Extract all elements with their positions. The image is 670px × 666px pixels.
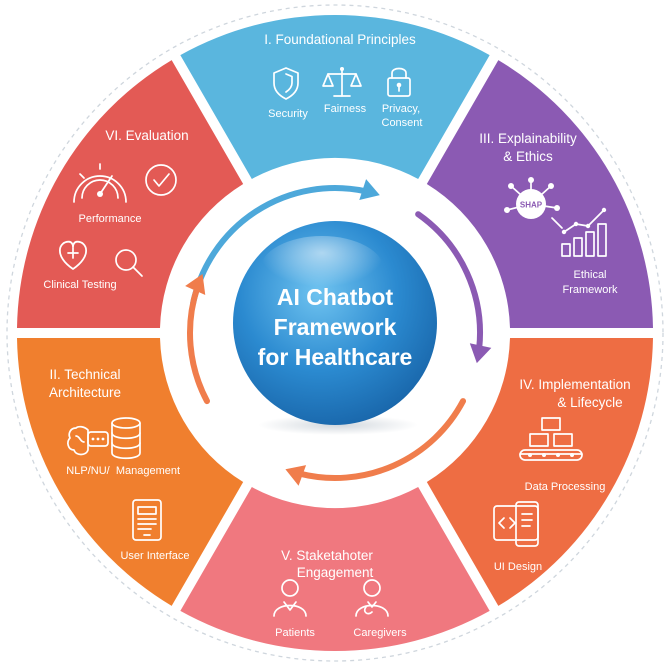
segment-foundational-principles: I. Foundational Principles Security Fair… <box>264 32 422 129</box>
orange-left-arrowhead <box>185 274 206 295</box>
segment-title: I. Foundational Principles <box>264 32 416 47</box>
segment-explainability-ethics: III. Explainability & Ethics SHAP <box>479 131 618 296</box>
patient-icon <box>273 579 307 617</box>
tablet-code-icon <box>493 501 539 547</box>
magnifier-icon <box>551 217 563 229</box>
segment-title-line-1: III. Explainability <box>479 131 577 146</box>
segment-title-line-2: Architecture <box>49 385 121 400</box>
item-performance: Performance <box>79 213 142 225</box>
cycle-arrows <box>185 179 492 486</box>
check-circle-icon <box>145 164 177 196</box>
item-ethical: Ethical <box>573 269 606 281</box>
item-fairness: Fairness <box>324 103 367 115</box>
orange-left-cycle-arrow <box>187 285 210 405</box>
segment-title-line-2: & Ethics <box>503 149 553 164</box>
item-framework: Framework <box>562 284 618 296</box>
purple-cycle-arrow <box>415 211 483 352</box>
magnifier-icon <box>115 249 143 277</box>
database-icon <box>111 417 141 460</box>
center-title-line-3: for Healthcare <box>258 344 413 370</box>
purple-arrowhead <box>469 343 492 364</box>
item-data-processing: Data Processing <box>525 481 606 493</box>
item-privacy: Privacy, <box>382 103 420 115</box>
brain-chat-icon <box>67 425 109 456</box>
blue-arrowhead <box>359 179 380 200</box>
item-user-interface: User Interface <box>120 550 189 562</box>
segment-evaluation: VI. Evaluation Performance Clinical Test… <box>43 128 188 291</box>
item-clinical-testing: Clinical Testing <box>43 279 116 291</box>
item-consent: Consent <box>382 117 423 129</box>
segment-wedge-technical <box>17 338 244 606</box>
bar-chart-icon <box>561 207 607 257</box>
lock-icon <box>387 67 411 97</box>
conveyor-boxes-icon <box>519 417 583 461</box>
item-ui-design: UI Design <box>494 561 542 573</box>
segment-ring <box>17 14 653 652</box>
sphere-highlight <box>260 236 384 304</box>
shap-label: SHAP <box>520 201 543 210</box>
segment-wedge-evaluation <box>17 60 244 329</box>
item-nlp: NLP/NU/ <box>66 465 110 477</box>
outer-dashed-ring <box>6 4 664 662</box>
orange-cycle-arrow <box>296 398 467 481</box>
item-caregivers: Caregivers <box>353 627 407 639</box>
segment-wedge-foundational <box>180 14 490 179</box>
segment-title-line-1: IV. Implementation <box>519 377 630 392</box>
segment-wedge-implementation <box>426 338 653 606</box>
heart-medical-icon <box>58 240 88 270</box>
segment-title-line-2: & Lifecycle <box>557 395 622 410</box>
segment-title-line-1: V. Staketahoter <box>281 548 373 563</box>
gauge-icon <box>73 163 127 203</box>
segment-technical-architecture: II. Technical Architecture NLP/NU/ Manag… <box>49 367 190 562</box>
item-management: Management <box>116 465 180 477</box>
scales-icon <box>322 67 362 97</box>
segment-title-line-2: Engagement <box>297 565 374 580</box>
segment-wedge-stakeholder <box>180 487 490 652</box>
caregiver-icon <box>355 579 389 617</box>
item-patients: Patients <box>275 627 315 639</box>
segment-title-line-1: II. Technical <box>49 367 120 382</box>
segment-stakeholder-engagement: V. Staketahoter Engagement Patients Care… <box>273 548 407 639</box>
blue-cycle-arrow <box>190 185 369 306</box>
segment-title: VI. Evaluation <box>105 128 188 143</box>
item-security: Security <box>268 108 308 120</box>
sphere-shadow <box>258 415 418 435</box>
center-title-line-1: AI Chatbot <box>277 284 394 310</box>
center-title-line-2: Framework <box>274 314 397 340</box>
network-icon: SHAP <box>504 177 560 219</box>
phone-icon <box>132 499 162 541</box>
shield-icon <box>273 67 299 100</box>
orange-arrowhead <box>285 465 307 486</box>
segment-implementation-lifecycle: IV. Implementation & Lifecycle Data Proc… <box>493 377 631 573</box>
